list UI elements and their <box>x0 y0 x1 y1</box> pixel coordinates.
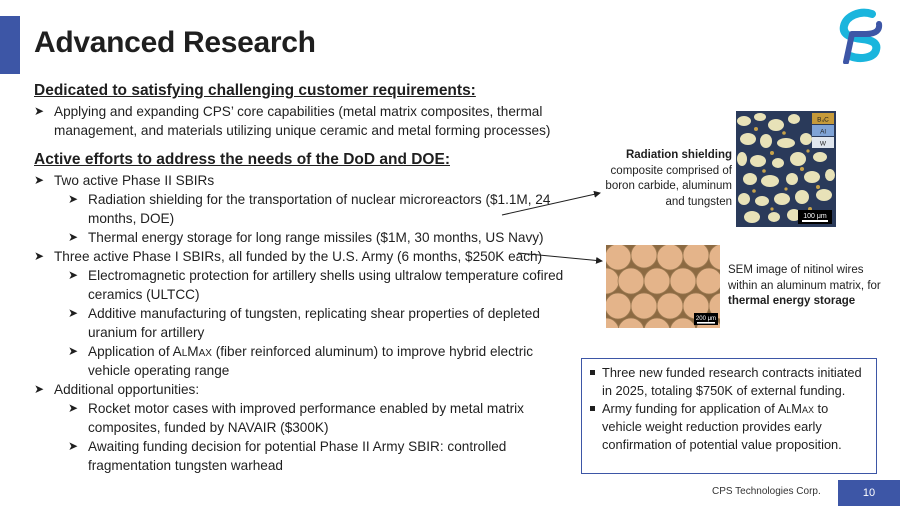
section-heading-customer: Dedicated to satisfying challenging cust… <box>34 82 476 99</box>
scale-bar-label: 100 μm <box>803 213 827 220</box>
arrow-bullet-icon: ➤ <box>68 439 79 453</box>
arrow-bullet-icon: ➤ <box>68 401 79 415</box>
cps-logo-icon <box>839 8 883 64</box>
arrow-bullet-icon: ➤ <box>34 382 45 396</box>
list-item: ➤ Awaiting funding decision for potentia… <box>68 439 507 473</box>
scale-bar-label: 200 μm <box>696 316 716 322</box>
arrow-bullet-icon: ➤ <box>68 268 79 282</box>
page-title: Advanced Research <box>34 26 316 59</box>
radiation-shielding-micrograph: B₄C Al W 100 μm <box>736 111 836 227</box>
callout-item: Three new funded research contracts init… <box>590 364 868 400</box>
legend-al: Al <box>820 129 826 136</box>
main-content: Dedicated to satisfying challenging cust… <box>34 80 574 475</box>
nitinol-sem-image: 200 μm <box>606 245 720 328</box>
legend-b4c: B₄C <box>817 117 829 124</box>
arrow-bullet-icon: ➤ <box>68 192 79 206</box>
arrow-bullet-icon: ➤ <box>34 104 45 118</box>
list-item: ➤ Electromagnetic protection for artille… <box>68 268 564 302</box>
funding-callout-box: Three new funded research contracts init… <box>581 358 877 474</box>
arrow-bullet-icon: ➤ <box>34 249 45 263</box>
page-number: 10 <box>838 480 900 506</box>
arrow-bullet-icon: ➤ <box>34 173 45 187</box>
list-item: ➤ Application of AlMax (fiber reinforced… <box>68 344 534 378</box>
section-heading-dod: Active efforts to address the needs of t… <box>34 151 450 168</box>
arrow-bullet-icon: ➤ <box>68 230 79 244</box>
list-item: ➤ Applying and expanding CPS’ core capab… <box>34 104 551 138</box>
list-item: ➤ Two active Phase II SBIRs <box>34 173 215 188</box>
square-bullet-icon <box>590 406 595 411</box>
list-item: ➤ Radiation shielding for the transporta… <box>68 192 551 226</box>
list-item: ➤ Thermal energy storage for long range … <box>68 230 544 245</box>
radiation-shielding-caption: Radiation shielding composite comprised … <box>605 149 732 208</box>
footer-company-name: CPS Technologies Corp. <box>712 486 821 497</box>
list-item: ➤ Three active Phase I SBIRs, all funded… <box>34 249 543 264</box>
list-item: ➤ Rocket motor cases with improved perfo… <box>68 401 524 435</box>
callout-item: Army funding for application of AlMax to… <box>590 400 868 454</box>
legend-w: W <box>820 141 827 148</box>
list-item: ➤ Additive manufacturing of tungsten, re… <box>68 306 540 340</box>
square-bullet-icon <box>590 370 595 375</box>
arrow-bullet-icon: ➤ <box>68 306 79 320</box>
arrow-bullet-icon: ➤ <box>68 344 79 358</box>
title-accent-bar <box>0 16 20 74</box>
list-item: ➤ Additional opportunities: <box>34 382 200 397</box>
nitinol-caption: SEM image of nitinol wires within an alu… <box>728 264 881 307</box>
